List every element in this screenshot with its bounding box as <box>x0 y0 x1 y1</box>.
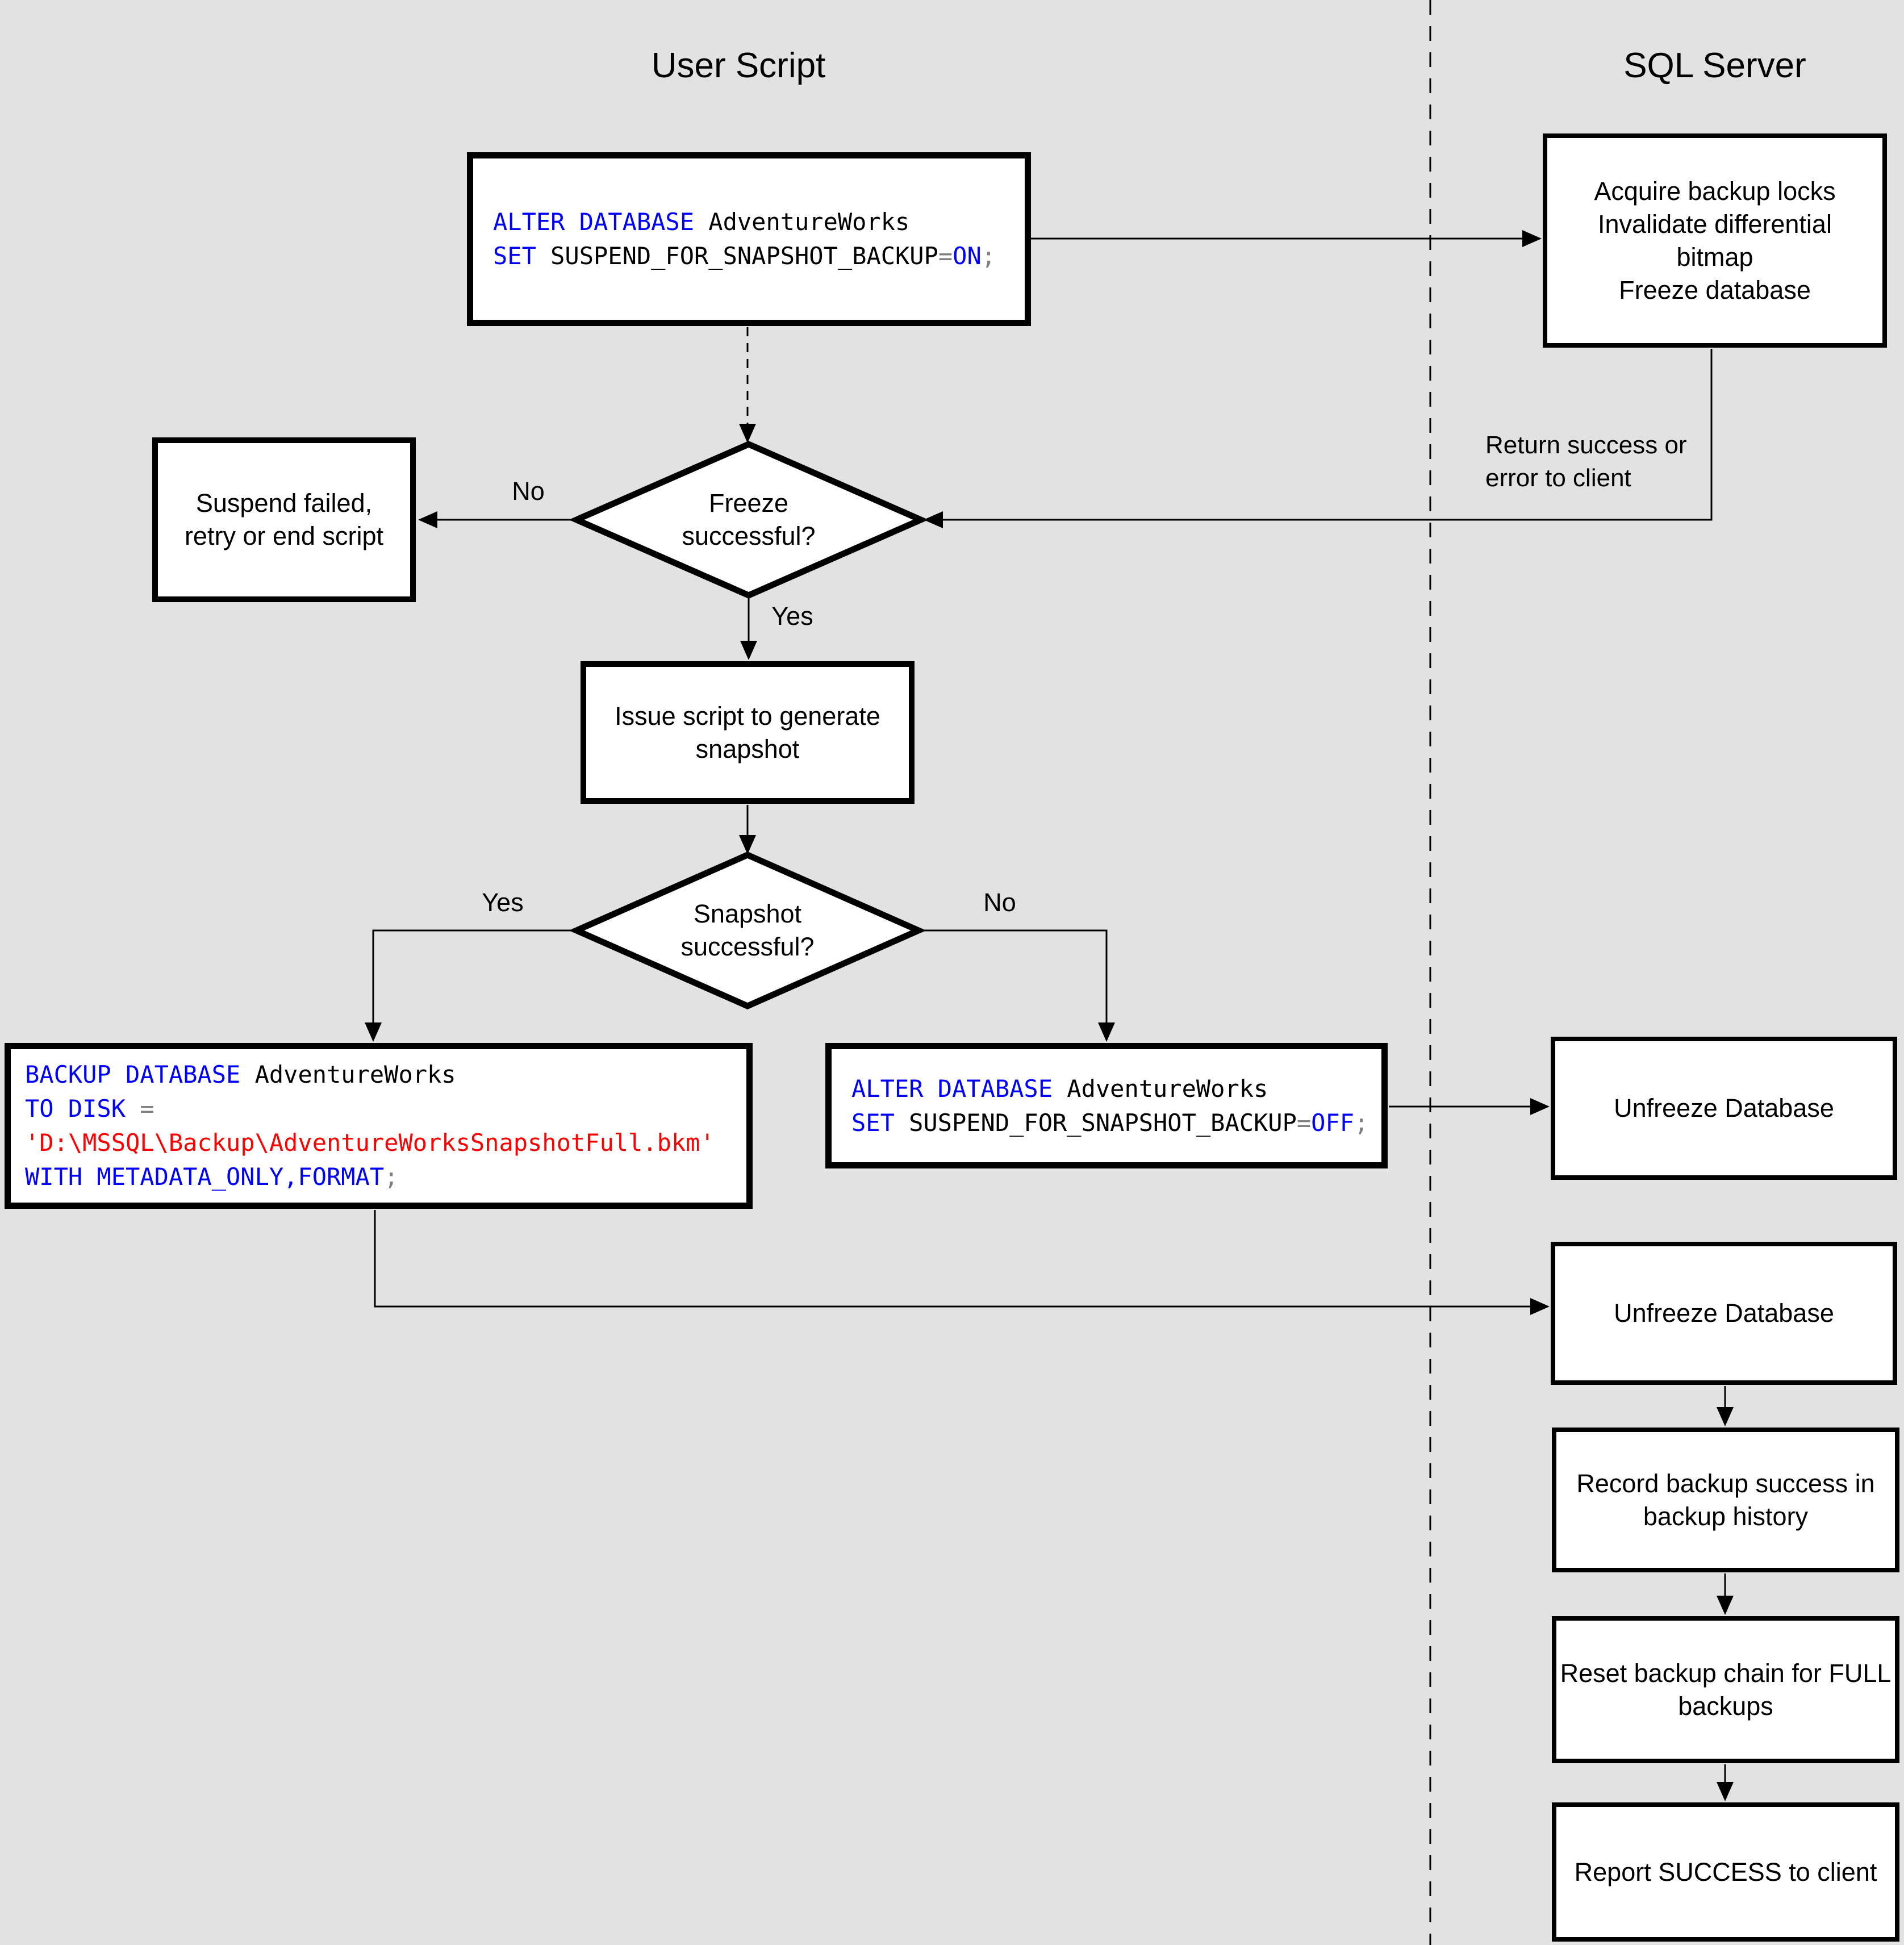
sql-keyword: SET <box>851 1108 895 1137</box>
arrowhead-into-suspend <box>418 511 437 528</box>
lane-title-user-script: User Script <box>651 46 826 85</box>
node-issue-script: Issue script to generate snapshot <box>581 661 915 804</box>
node-alter-on-code: ALTER DATABASE AdventureWorks SET SUSPEN… <box>467 152 1031 326</box>
edge-label-snapshot-no: No <box>983 888 1016 917</box>
sql-code-line: ALTER DATABASE AdventureWorks <box>851 1072 1268 1106</box>
sql-code-line: 'D:\MSSQL\Backup\AdventureWorksSnapshotF… <box>25 1126 715 1160</box>
snapshot-decision-diamond <box>569 851 926 1010</box>
freeze-question-text: Freeze successful? <box>682 489 816 550</box>
node-unfreeze1-label: Unfreeze Database <box>1614 1093 1834 1122</box>
line-snapshot-yes-to-backup <box>372 929 577 1022</box>
sql-code-line: TO DISK = <box>25 1092 155 1126</box>
sql-keyword: ON <box>953 242 982 270</box>
sql-keyword: BACKUP DATABASE <box>25 1061 241 1088</box>
sql-operator: = <box>126 1095 155 1122</box>
arrowhead-into-snapshot-diamond <box>739 835 756 854</box>
arrowhead-into-reset <box>1717 1596 1734 1615</box>
sql-keyword: WITH METADATA_ONLY,FORMAT <box>25 1163 385 1191</box>
edge-label-freeze-no: No <box>512 477 545 506</box>
sql-keyword: OFF <box>1311 1108 1355 1137</box>
arrowhead-into-freeze-diamond-right <box>924 511 943 528</box>
arrowhead-into-unfreeze2 <box>1530 1298 1550 1315</box>
node-suspend-failed: Suspend failed, retry or end script <box>152 437 416 602</box>
arrowhead-into-alter-off <box>1098 1022 1115 1042</box>
lane-title-sql-server: SQL Server <box>1623 46 1806 85</box>
sql-code-line: WITH METADATA_ONLY,FORMAT; <box>25 1160 398 1194</box>
node-acquire-locks: Acquire backup locks Invalidate differen… <box>1543 133 1887 348</box>
sql-identifier: AdventureWorks <box>1053 1074 1268 1103</box>
node-report-label: Report SUCCESS to client <box>1574 1857 1877 1886</box>
node-issue-label: Issue script to generate snapshot <box>615 701 880 763</box>
edge-label-freeze-yes: Yes <box>771 602 813 631</box>
node-suspend-label: Suspend failed, retry or end script <box>184 489 384 550</box>
sql-operator: ; <box>1354 1108 1369 1137</box>
sql-identifier: SUSPEND_FOR_SNAPSHOT_BACKUP <box>536 242 938 270</box>
sql-code-line: SET SUSPEND_FOR_SNAPSHOT_BACKUP=ON; <box>493 239 996 273</box>
sql-string: 'D:\MSSQL\Backup\AdventureWorksSnapshotF… <box>25 1129 715 1157</box>
sql-keyword: ALTER DATABASE <box>851 1074 1053 1103</box>
line-acquire-to-freeze-diamond <box>943 349 1713 521</box>
sql-operator: = <box>1296 1108 1312 1137</box>
node-acquire-label: Acquire backup locks Invalidate differen… <box>1594 176 1836 304</box>
node-unfreeze-database-2: Unfreeze Database <box>1551 1242 1897 1385</box>
node-backup-code: BACKUP DATABASE AdventureWorks TO DISK =… <box>5 1043 753 1209</box>
sql-identifier: AdventureWorks <box>694 208 910 236</box>
sql-keyword: SET <box>493 242 536 270</box>
sql-identifier: SUSPEND_FOR_SNAPSHOT_BACKUP <box>894 1108 1297 1137</box>
arrowhead-into-backup <box>365 1022 382 1042</box>
freeze-decision-diamond <box>569 440 929 599</box>
sql-operator: = <box>938 242 953 270</box>
sql-keyword: ALTER DATABASE <box>493 208 695 236</box>
node-alter-off-code: ALTER DATABASE AdventureWorks SET SUSPEN… <box>825 1043 1388 1168</box>
node-unfreeze2-label: Unfreeze Database <box>1614 1299 1834 1328</box>
sql-code-line: SET SUSPEND_FOR_SNAPSHOT_BACKUP=OFF; <box>851 1106 1368 1140</box>
arrowhead-into-issue <box>740 641 757 660</box>
edge-label-snapshot-yes: Yes <box>482 888 524 917</box>
line-backup-to-unfreeze2 <box>374 1210 1531 1308</box>
sql-keyword: TO DISK <box>25 1095 126 1122</box>
snapshot-question-text: Snapshot successful? <box>680 899 815 961</box>
arrowhead-into-unfreeze1 <box>1530 1098 1550 1115</box>
node-unfreeze-database-1: Unfreeze Database <box>1551 1037 1897 1180</box>
arrowhead-into-acquire <box>1522 230 1542 247</box>
node-reset-backup-chain: Reset backup chain for FULL backups <box>1552 1616 1899 1763</box>
sql-operator: ; <box>384 1163 399 1191</box>
node-reset-label: Reset backup chain for FULL backups <box>1560 1658 1892 1721</box>
sql-code-line: BACKUP DATABASE AdventureWorks <box>25 1058 456 1092</box>
return-note-label: Return success or error to client <box>1485 431 1687 492</box>
freeze-decision-label: Freeze successful? <box>635 463 862 577</box>
node-record-backup-history: Record backup success in backup history <box>1552 1428 1899 1572</box>
arrowhead-into-report <box>1717 1782 1734 1801</box>
node-record-label: Record backup success in backup history <box>1576 1468 1875 1531</box>
sql-operator: ; <box>981 242 996 270</box>
line-snapshot-no-to-alter-off <box>918 929 1108 1022</box>
sql-identifier: AdventureWorks <box>240 1061 456 1088</box>
arrowhead-into-freeze-diamond-top <box>739 424 756 443</box>
snapshot-decision-label: Snapshot successful? <box>634 874 861 987</box>
node-report-success: Report SUCCESS to client <box>1552 1802 1899 1942</box>
arrowhead-into-record <box>1717 1407 1734 1426</box>
sql-code-line: ALTER DATABASE AdventureWorks <box>493 205 909 239</box>
